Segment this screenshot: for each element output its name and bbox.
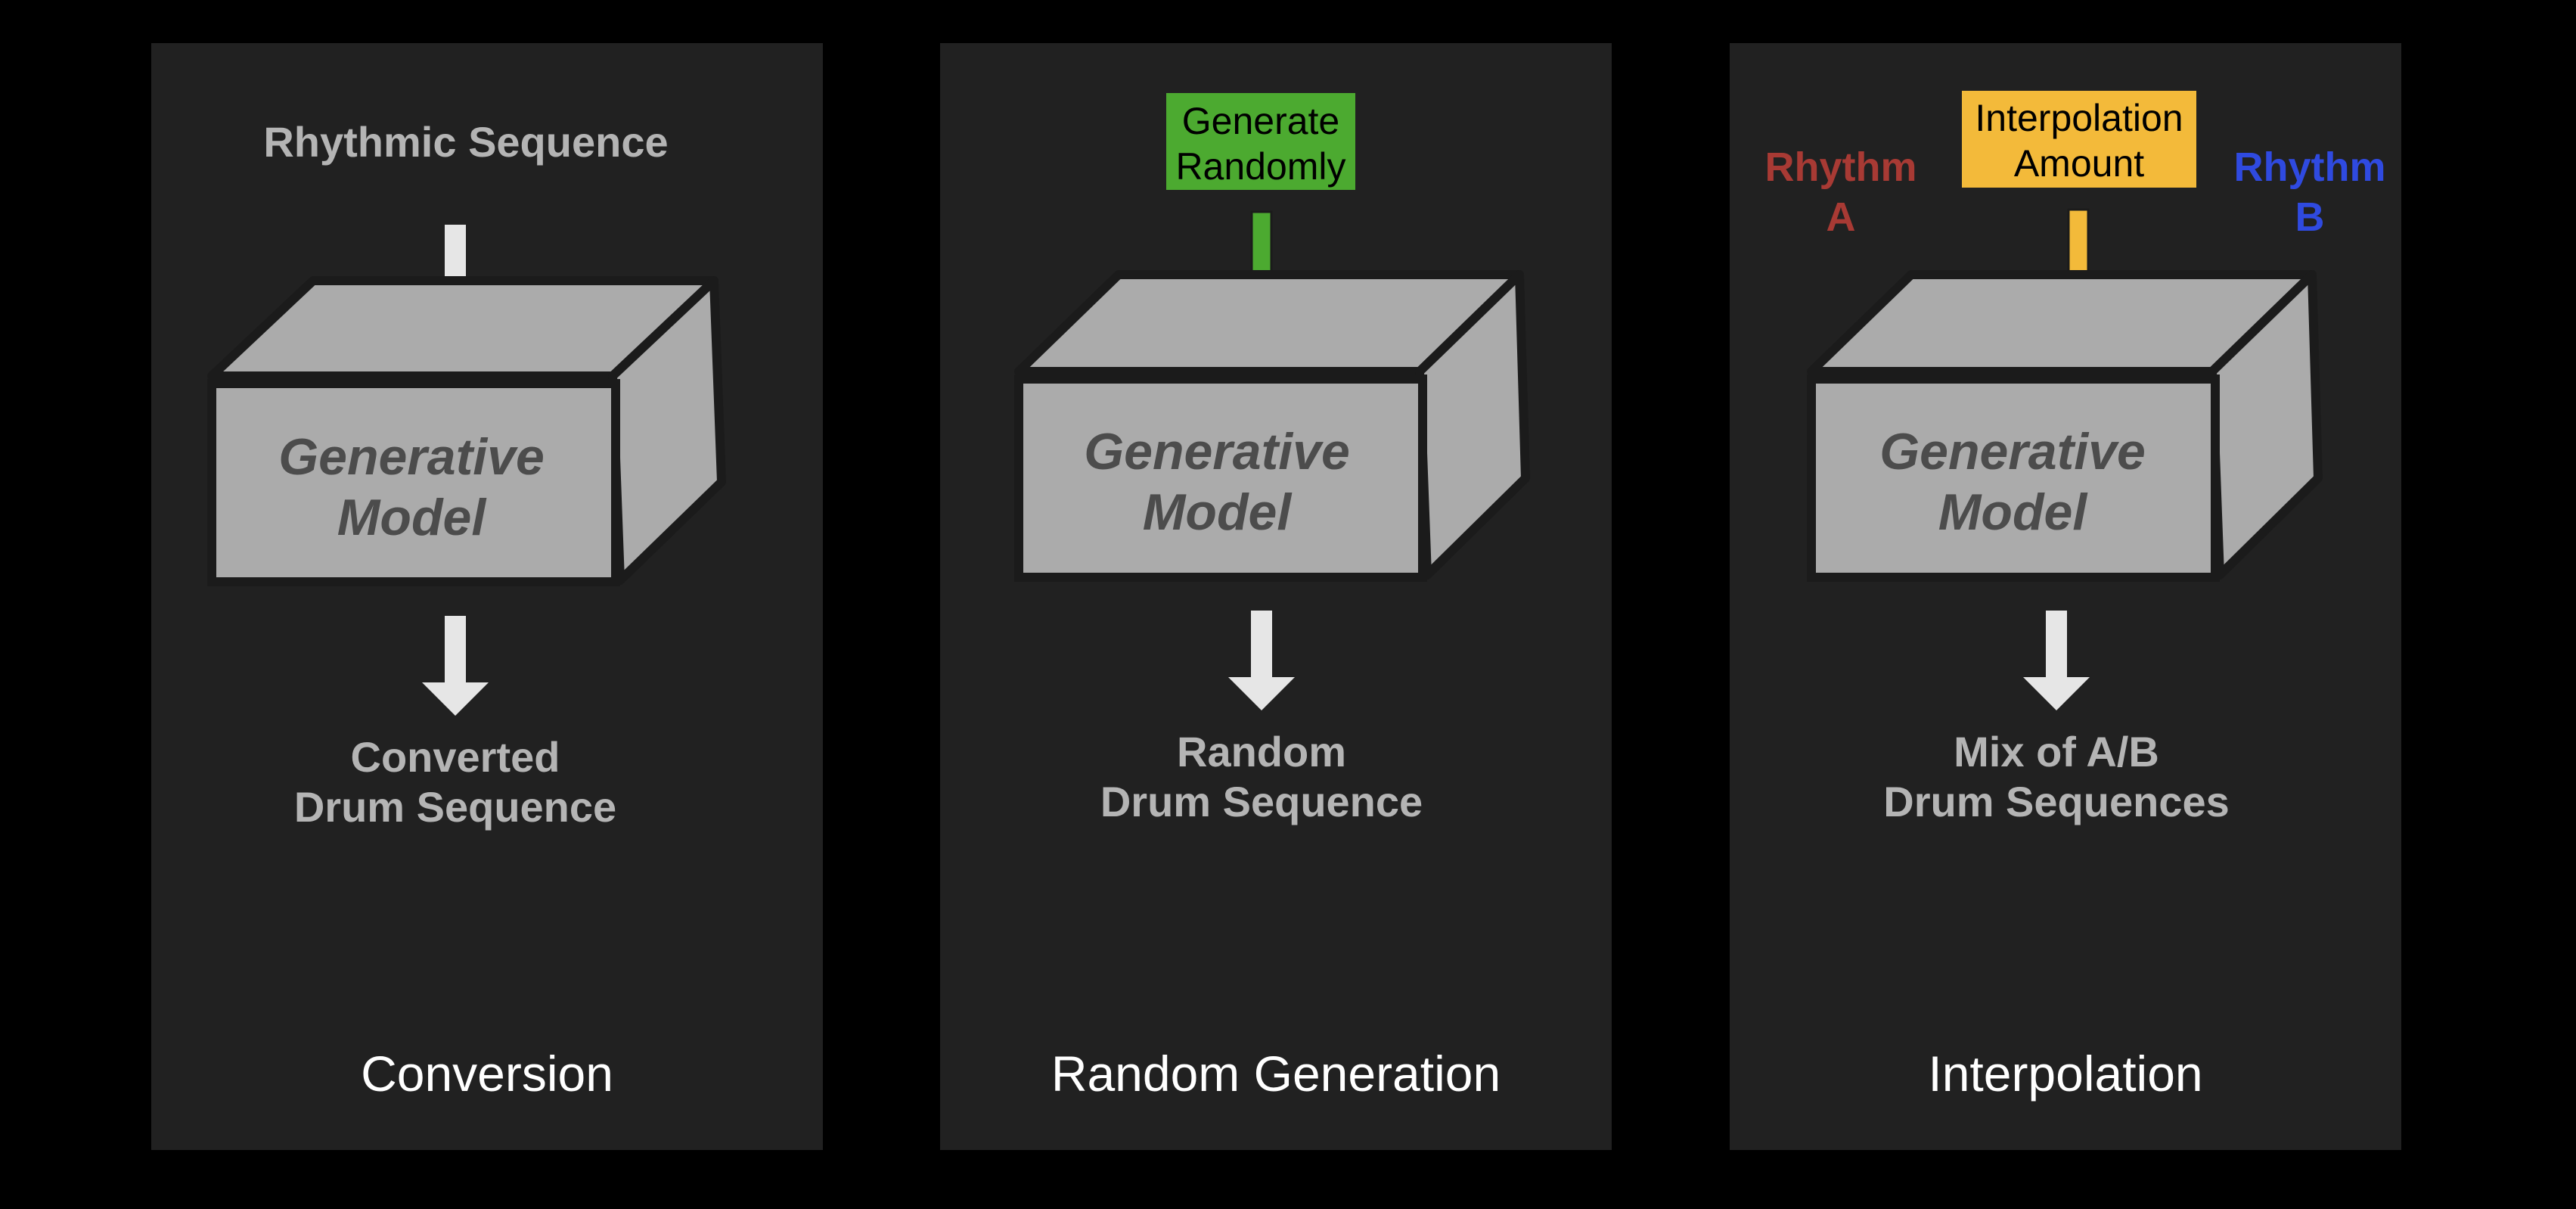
output-label-line-1: Converted: [351, 733, 560, 781]
interp-label-line-1: Interpolation: [1975, 97, 2183, 139]
interp-label-line-2: Amount: [2014, 142, 2144, 185]
panel-title: Conversion: [361, 1046, 613, 1102]
interpolation-panel: Rhythm A Interpolation Amount Rhythm B G…: [1730, 43, 2401, 1150]
model-label-line-1: Generative: [1084, 423, 1350, 480]
interpolation-diagram: Rhythm A Interpolation Amount Rhythm B G…: [1765, 91, 2386, 1102]
output-arrow: [422, 616, 489, 716]
output-arrow: [1228, 611, 1295, 710]
random-generation-panel: Generate Randomly Generative Model Rando…: [940, 43, 1612, 1150]
rhythm-a-label-line-2: A: [1826, 194, 1856, 240]
panel-title: Interpolation: [1928, 1046, 2202, 1102]
generative-model-box: [207, 276, 726, 586]
conversion-diagram: Rhythmic Sequence Generative Model Conve…: [207, 118, 726, 1102]
output-arrow: [2023, 611, 2090, 710]
model-label-line-2: Model: [1938, 483, 2089, 541]
model-label-line-2: Model: [337, 489, 488, 546]
model-label-line-2: Model: [1143, 483, 1293, 541]
generative-model-box: [1014, 270, 1530, 582]
generative-model-box: [1807, 270, 2323, 582]
rhythm-b-label-line-1: Rhythm: [2234, 145, 2386, 190]
model-label-line-1: Generative: [278, 428, 545, 486]
generate-randomly-label: Generate Randomly: [1166, 93, 1355, 190]
output-label-line-1: Mix of A/B: [1954, 728, 2159, 775]
rhythm-a-label-line-1: Rhythm: [1765, 145, 1917, 190]
interpolation-amount-label: Interpolation Amount: [1962, 91, 2196, 188]
generate-label-line-2: Randomly: [1175, 145, 1345, 188]
output-label-line-2: Drum Sequence: [294, 783, 616, 831]
random-generation-diagram: Generate Randomly Generative Model Rando…: [1014, 93, 1530, 1102]
generate-label-line-1: Generate: [1182, 100, 1339, 142]
input-label: Rhythmic Sequence: [263, 118, 668, 166]
conversion-panel: Rhythmic Sequence Generative Model Conve…: [151, 43, 823, 1150]
output-label-line-1: Random: [1177, 728, 1346, 775]
output-label-line-2: Drum Sequences: [1883, 778, 2230, 825]
output-label-line-2: Drum Sequence: [1100, 778, 1423, 825]
panel-title: Random Generation: [1051, 1046, 1501, 1102]
rhythm-b-label-line-2: B: [2295, 194, 2325, 240]
model-label-line-1: Generative: [1879, 423, 2146, 480]
